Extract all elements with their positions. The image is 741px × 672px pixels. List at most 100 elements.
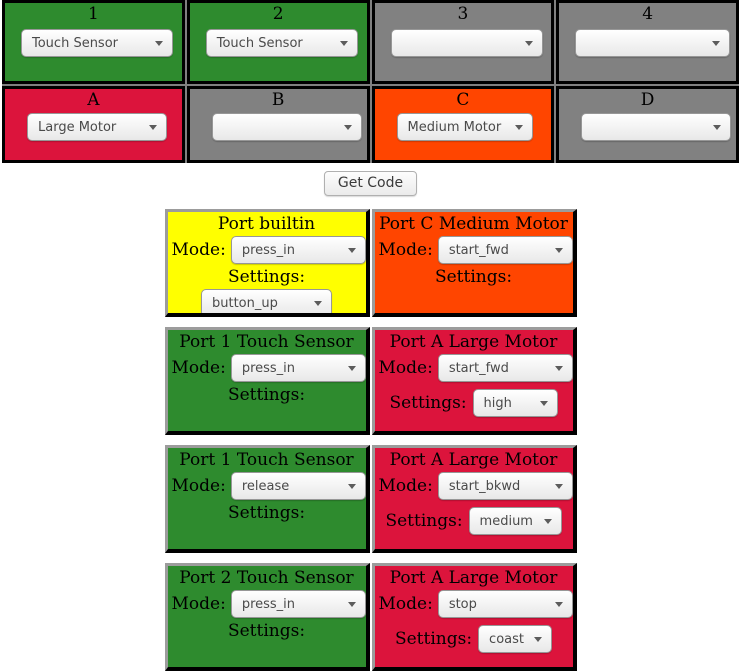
dropdown-arrow-icon: [543, 519, 552, 528]
selected-mode: start_fwd: [448, 360, 509, 376]
mode-select[interactable]: start_fwd: [437, 236, 573, 264]
dropdown-arrow-icon: [347, 248, 356, 257]
selected-setting: high: [483, 395, 512, 411]
block-port-builtin: Port builtin Mode: press_in Settings: bu…: [164, 209, 370, 317]
code-block-pair-1: Port builtin Mode: press_in Settings: bu…: [164, 209, 577, 317]
mode-label: Mode:: [171, 476, 226, 496]
mode-select[interactable]: press_in: [230, 590, 366, 618]
port-box-output-b: B: [186, 86, 370, 163]
port-label-1: 1: [87, 4, 99, 24]
selected-mode: press_in: [241, 242, 296, 258]
dropdown-arrow-icon: [713, 125, 722, 134]
dropdown-arrow-icon: [343, 125, 352, 134]
port-box-output-d: D: [556, 86, 739, 163]
mode-select[interactable]: press_in: [230, 354, 366, 382]
port-grid: 1 Touch Sensor 2 Touch Sensor 3 4 A Larg…: [2, 0, 739, 163]
dropdown-arrow-icon: [514, 125, 523, 134]
selected-mode: press_in: [241, 596, 296, 612]
mode-label: Mode:: [171, 240, 226, 260]
block-port-c-medium-motor: Port C Medium Motor Mode: start_fwd Sett…: [371, 209, 577, 317]
dropdown-arrow-icon: [339, 41, 348, 50]
port-label-3: 3: [457, 4, 469, 24]
output-c-device-select[interactable]: Medium Motor: [396, 113, 533, 141]
settings-label: Settings:: [227, 503, 306, 523]
selected-mode: start_bkwd: [448, 478, 521, 494]
mode-label: Mode:: [378, 240, 433, 260]
toolbar: Get Code: [0, 171, 741, 197]
selected-setting: button_up: [212, 295, 278, 311]
port-label-c: C: [456, 90, 470, 110]
selected-device: Touch Sensor: [32, 35, 119, 51]
selected-mode: stop: [448, 596, 477, 612]
dropdown-arrow-icon: [155, 41, 163, 50]
block-port-1-touch-sensor: Port 1 Touch Sensor Mode: press_in Setti…: [164, 327, 370, 435]
settings-select[interactable]: medium: [468, 507, 562, 535]
block-title: Port A Large Motor: [389, 332, 558, 352]
settings-label: Settings:: [394, 629, 473, 649]
selected-mode: start_fwd: [448, 242, 509, 258]
block-title: Port A Large Motor: [389, 450, 558, 470]
settings-label: Settings:: [227, 267, 306, 287]
dropdown-arrow-icon: [347, 366, 356, 375]
settings-select[interactable]: high: [472, 389, 558, 417]
block-title: Port 1 Touch Sensor: [179, 332, 354, 352]
settings-label: Settings:: [227, 621, 306, 641]
dropdown-arrow-icon: [347, 484, 356, 493]
output-b-device-select[interactable]: [211, 113, 362, 141]
input-2-device-select[interactable]: Touch Sensor: [205, 29, 358, 57]
settings-select[interactable]: button_up: [201, 289, 332, 313]
dropdown-arrow-icon: [554, 484, 563, 493]
dropdown-arrow-icon: [554, 248, 563, 257]
selected-setting: medium: [479, 513, 533, 529]
block-port-a-large-motor: Port A Large Motor Mode: start_bkwd Sett…: [371, 445, 577, 553]
mode-label: Mode:: [378, 358, 433, 378]
port-label-d: D: [640, 90, 655, 110]
block-port-2-touch-sensor: Port 2 Touch Sensor Mode: press_in Setti…: [164, 563, 370, 671]
block-title: Port C Medium Motor: [379, 214, 568, 234]
mode-label: Mode:: [378, 476, 433, 496]
get-code-button[interactable]: Get Code: [323, 171, 418, 196]
settings-label: Settings:: [389, 393, 467, 413]
port-label-a: A: [87, 90, 100, 110]
selected-mode: press_in: [241, 360, 296, 376]
code-block-pair-2: Port 1 Touch Sensor Mode: press_in Setti…: [164, 327, 577, 435]
dropdown-arrow-icon: [149, 125, 157, 134]
mode-select[interactable]: start_bkwd: [437, 472, 573, 500]
selected-device: Medium Motor: [407, 119, 502, 135]
input-1-device-select[interactable]: Touch Sensor: [21, 29, 173, 57]
selected-device: Large Motor: [38, 119, 117, 135]
mode-select[interactable]: start_fwd: [437, 354, 573, 382]
output-d-device-select[interactable]: [581, 113, 732, 141]
block-title: Port builtin: [217, 214, 316, 234]
mode-select[interactable]: stop: [437, 590, 573, 618]
port-box-output-a: A Large Motor: [2, 86, 185, 163]
input-3-device-select[interactable]: [390, 29, 543, 57]
block-port-a-large-motor: Port A Large Motor Mode: start_fwd Setti…: [371, 327, 577, 435]
block-title: Port A Large Motor: [389, 568, 558, 588]
selected-setting: coast: [489, 631, 524, 647]
block-port-1-touch-sensor: Port 1 Touch Sensor Mode: release Settin…: [164, 445, 370, 553]
port-box-input-3: 3: [371, 0, 555, 84]
dropdown-arrow-icon: [554, 366, 563, 375]
mode-label: Mode:: [171, 594, 226, 614]
dropdown-arrow-icon: [314, 301, 322, 310]
port-box-input-4: 4: [556, 0, 739, 84]
selected-device: Touch Sensor: [216, 35, 303, 51]
settings-select[interactable]: coast: [478, 625, 553, 653]
dropdown-arrow-icon: [712, 41, 721, 50]
code-block-pair-3: Port 1 Touch Sensor Mode: release Settin…: [164, 445, 577, 553]
dropdown-arrow-icon: [539, 401, 548, 410]
mode-label: Mode:: [171, 358, 226, 378]
input-4-device-select[interactable]: [575, 29, 731, 57]
mode-select[interactable]: press_in: [230, 236, 366, 264]
block-title: Port 1 Touch Sensor: [179, 450, 354, 470]
selected-mode: release: [241, 478, 290, 494]
block-title: Port 2 Touch Sensor: [179, 568, 354, 588]
port-box-input-1: 1 Touch Sensor: [2, 0, 185, 84]
port-box-output-c: C Medium Motor: [371, 86, 555, 163]
mode-select[interactable]: release: [230, 472, 366, 500]
block-port-a-large-motor: Port A Large Motor Mode: stop Settings: …: [371, 563, 577, 671]
mode-label: Mode:: [378, 594, 433, 614]
settings-label: Settings:: [434, 267, 513, 287]
output-a-device-select[interactable]: Large Motor: [27, 113, 167, 141]
